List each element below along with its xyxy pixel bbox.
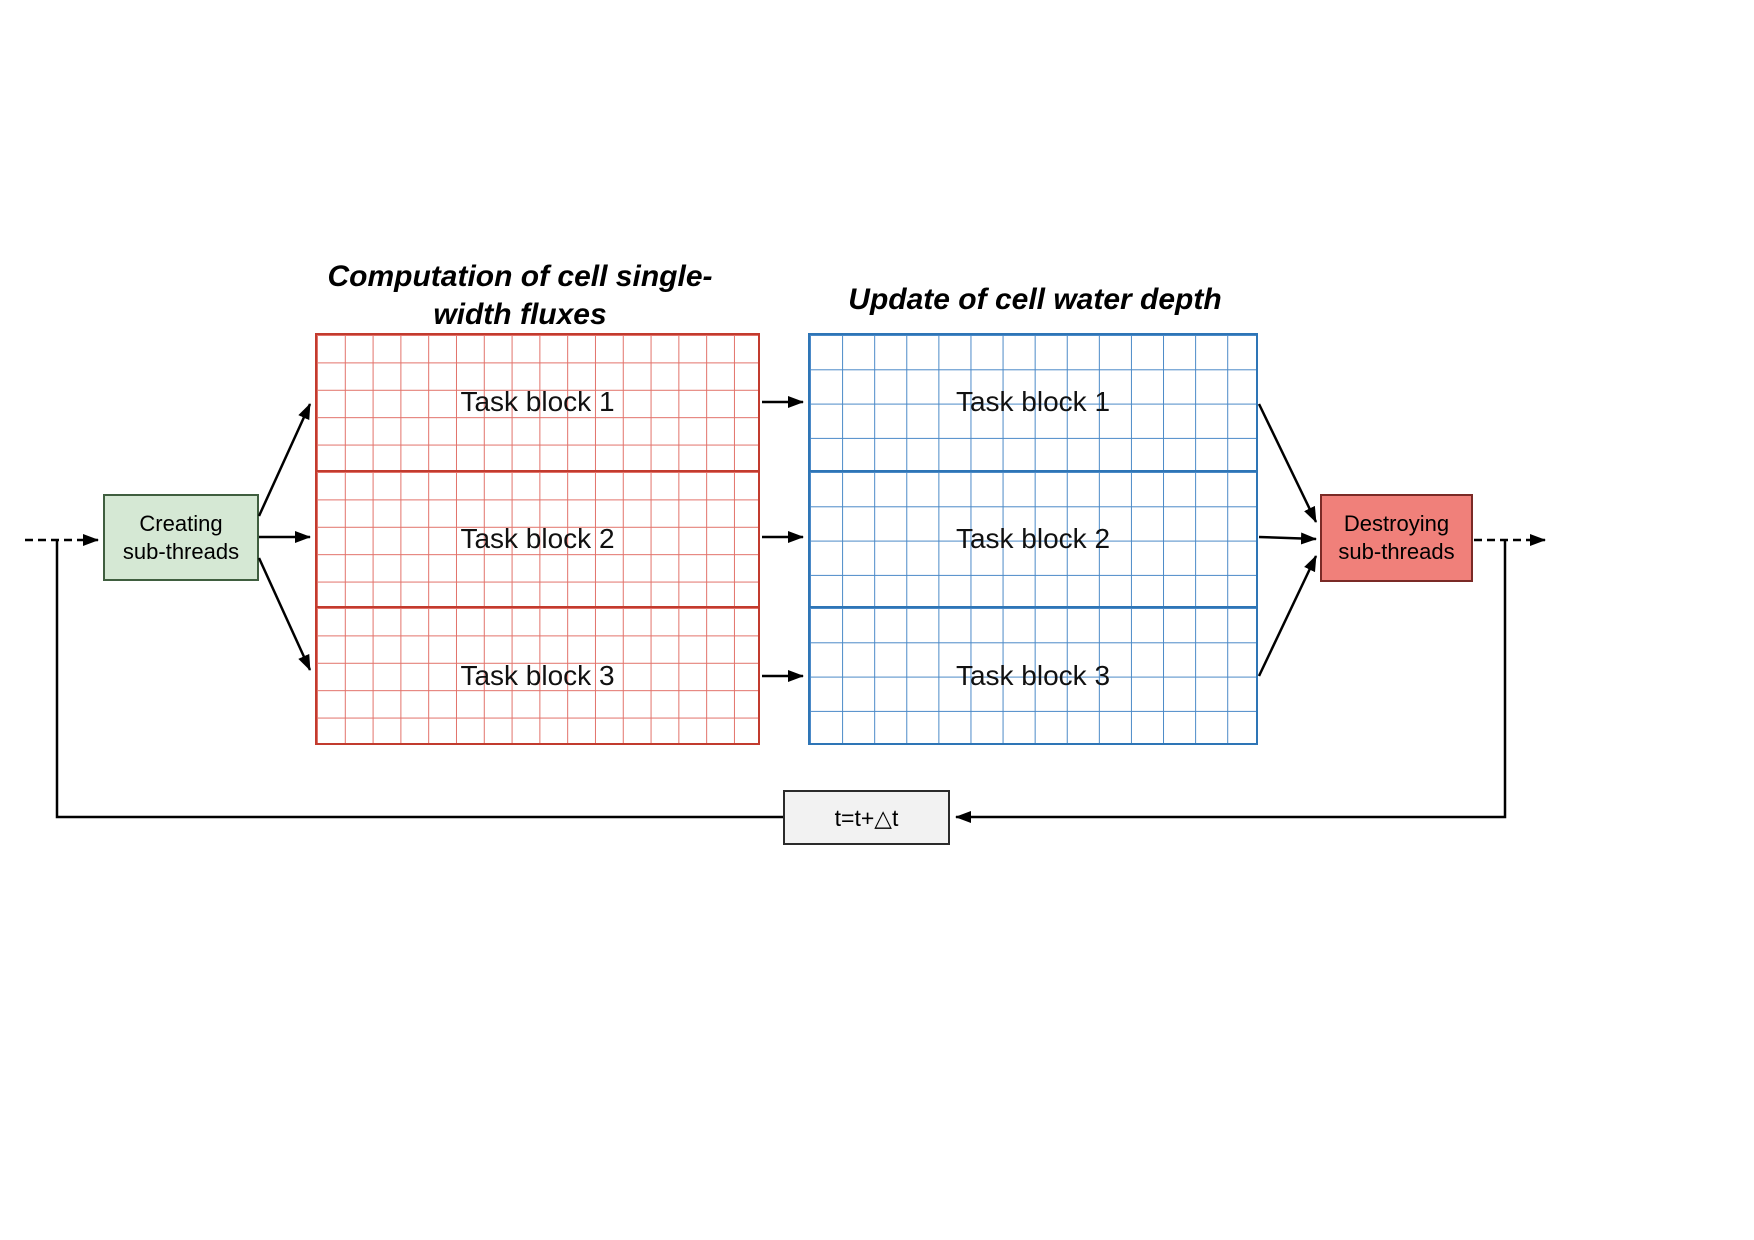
creating-subthreads-label-line1: Creating: [139, 510, 223, 536]
arrow-depth-to-destroying-3: [1257, 555, 1318, 677]
depth-task-block-band-3: Task block 3: [808, 606, 1258, 746]
flux-grid-title: Computation of cell single- width fluxes: [270, 258, 770, 334]
depth-grid: Task block 1 Task block 2 Task block 3: [808, 333, 1258, 746]
flux-task-block-band-3: Task block 3: [315, 606, 760, 746]
arrow-creating-to-flux-1: [257, 403, 312, 517]
destroying-subthreads-box: Destroying sub-threads: [1320, 494, 1473, 582]
destroying-subthreads-label-line2: sub-threads: [1338, 539, 1455, 564]
flux-grid-title-line1: Computation of cell single-: [327, 260, 713, 293]
depth-grid-title-text: Update of cell water depth: [848, 283, 1222, 316]
depth-grid-title: Update of cell water depth: [790, 281, 1280, 319]
task-block-label: Task block 3: [460, 659, 615, 691]
creating-subthreads-box: Creating sub-threads: [103, 494, 259, 581]
destroying-subthreads-label-line1: Destroying: [1343, 511, 1450, 536]
task-block-label: Task block 3: [955, 659, 1111, 691]
task-block-label: Task block 1: [460, 386, 615, 418]
task-block-label: Task block 2: [460, 523, 615, 554]
creating-subthreads-label-line2: sub-threads: [122, 538, 240, 564]
task-block-label: Task block 1: [955, 386, 1111, 418]
arrow-depth-to-destroying-2: [1258, 532, 1317, 545]
depth-task-block-band-1: Task block 1: [808, 333, 1258, 472]
time-step-box: t=t+△t: [783, 790, 950, 845]
flux-task-block-band-1: Task block 1: [315, 333, 760, 472]
arrow-creating-to-flux-3: [257, 557, 312, 671]
time-step-label: t=t+△t: [834, 804, 899, 831]
depth-task-block-band-2: Task block 2: [808, 469, 1258, 609]
task-block-label: Task block 2: [955, 523, 1111, 554]
flux-grid: Task block 1 Task block 2 Task block 3: [315, 333, 760, 746]
flux-grid-title-line2: width fluxes: [433, 298, 607, 331]
flux-task-block-band-2: Task block 2: [315, 469, 760, 609]
arrow-depth-to-destroying-1: [1257, 403, 1318, 523]
